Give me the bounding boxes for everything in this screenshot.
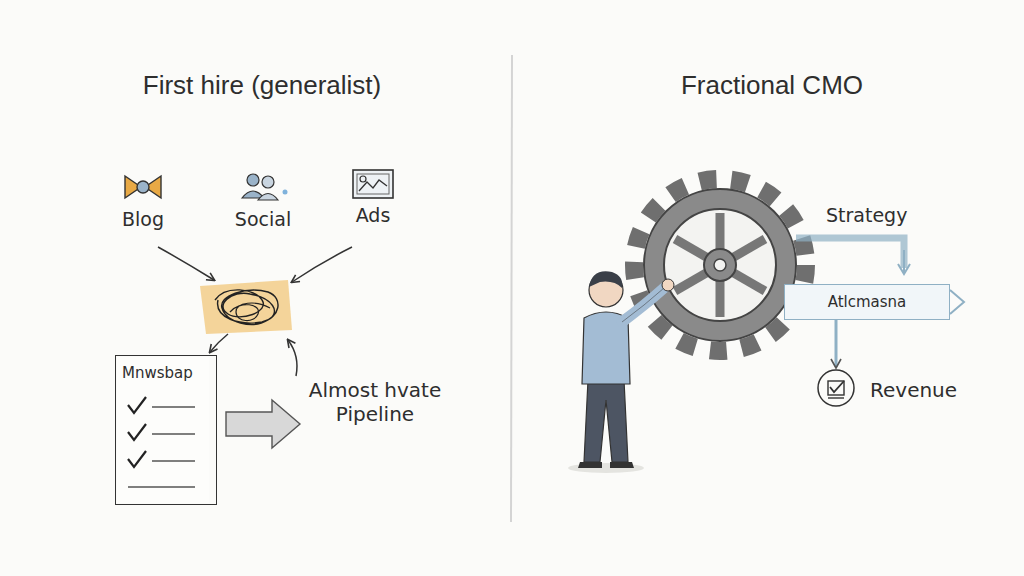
channel-icon <box>100 170 186 208</box>
revenue-icon <box>814 366 858 414</box>
node-label: Ads <box>330 204 416 227</box>
person <box>568 271 674 473</box>
icon-node: Social <box>218 170 308 231</box>
arrow <box>158 247 214 280</box>
gear <box>634 179 806 351</box>
connector-arrow <box>835 320 838 367</box>
scribble <box>200 280 292 334</box>
icon-node: Ads <box>330 166 416 227</box>
arrow <box>210 334 228 352</box>
process-band: Atlcmasna <box>784 284 950 320</box>
node-label: Social <box>218 208 308 231</box>
band-arrow <box>903 250 905 272</box>
divider <box>511 55 512 522</box>
node-label: Mnwsbap <box>122 364 210 382</box>
node-label: Blog <box>100 208 186 231</box>
panel-heading: First hire (generalist) <box>82 70 442 101</box>
annotation: Strategy <box>826 204 976 227</box>
node-label: Revenue <box>870 378 957 402</box>
arrow <box>292 247 352 282</box>
icon-node: Blog <box>100 170 186 231</box>
checklist-box: Mnwsbap <box>115 355 217 505</box>
channel-icon <box>218 170 308 208</box>
channel-icon <box>330 166 416 204</box>
node-label: Atlcmasna <box>828 293 907 311</box>
annotation: Almost hvate Pipeline <box>300 378 450 426</box>
band-arrow <box>796 238 904 268</box>
checklist-lines <box>117 357 209 503</box>
arrow <box>288 340 297 376</box>
revenue-node: Revenue <box>814 366 974 414</box>
block-arrow <box>226 400 300 448</box>
panel-heading: Fractional CMO <box>592 70 952 101</box>
band-arrow-head <box>950 290 964 314</box>
